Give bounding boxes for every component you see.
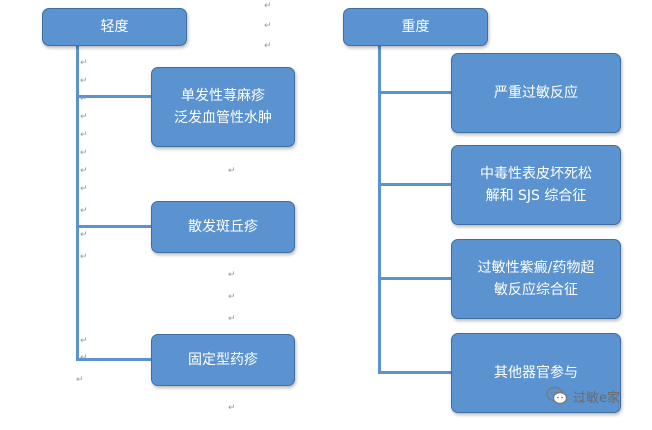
severe-item-label: 过敏性紫癜/药物超 敏反应综合征 — [477, 260, 595, 298]
mild-header-label: 轻度 — [100, 19, 129, 35]
paragraph-mark: ↵ — [80, 252, 88, 262]
mild-item-urticaria-box: 单发性荨麻疹 泛发血管性水肿 — [151, 67, 295, 147]
mild-header-box: 轻度 — [42, 8, 187, 46]
paragraph-mark: ↵ — [80, 206, 88, 216]
paragraph-mark: ↵ — [228, 314, 236, 324]
paragraph-mark: ↵ — [80, 94, 88, 104]
wechat-icon — [546, 386, 568, 406]
paragraph-mark: ↵ — [228, 292, 236, 302]
right-trunk-line — [378, 46, 381, 374]
severe-item-label: 中毒性表皮坏死松 解和 SJS 综合征 — [480, 166, 592, 204]
right-branch-line-2 — [378, 183, 452, 186]
paragraph-mark: ↵ — [80, 166, 88, 176]
paragraph-mark: ↵ — [80, 230, 88, 240]
paragraph-mark: ↵ — [264, 41, 272, 51]
right-branch-line-3 — [378, 277, 452, 280]
paragraph-mark: ↵ — [228, 403, 236, 413]
mild-item-maculopapular-box: 散发斑丘疹 — [151, 201, 295, 253]
paragraph-mark: ↵ — [80, 76, 88, 86]
severe-item-anaphylaxis-box: 严重过敏反应 — [451, 53, 621, 133]
paragraph-mark: ↵ — [264, 1, 272, 11]
right-branch-line-4 — [378, 371, 452, 374]
paragraph-mark: ↵ — [80, 184, 88, 194]
paragraph-mark: ↵ — [76, 375, 84, 385]
paragraph-mark: ↵ — [264, 21, 272, 31]
severe-item-label: 严重过敏反应 — [494, 85, 578, 101]
paragraph-mark: ↵ — [228, 166, 236, 176]
severe-header-box: 重度 — [343, 8, 488, 46]
severe-item-label: 其他器官参与 — [494, 365, 578, 381]
mild-item-label: 单发性荨麻疹 泛发血管性水肿 — [174, 88, 272, 126]
watermark: 过敏e家 — [546, 386, 620, 406]
paragraph-mark: ↵ — [80, 148, 88, 158]
left-branch-line-1 — [76, 95, 152, 98]
watermark-text: 过敏e家 — [573, 390, 620, 406]
paragraph-mark: ↵ — [80, 336, 88, 346]
right-branch-line-1 — [378, 91, 452, 94]
paragraph-mark: ↵ — [80, 58, 88, 68]
mild-item-fixed-drug-eruption-box: 固定型药疹 — [151, 334, 295, 386]
left-trunk-line — [76, 46, 79, 361]
severe-item-purpura-dress-box: 过敏性紫癜/药物超 敏反应综合征 — [451, 239, 621, 319]
paragraph-mark: ↵ — [228, 270, 236, 280]
left-branch-line-2 — [76, 225, 152, 228]
paragraph-mark: ↵ — [80, 353, 88, 363]
severe-header-label: 重度 — [401, 19, 430, 35]
paragraph-mark: ↵ — [80, 130, 88, 140]
mild-item-label: 固定型药疹 — [188, 352, 258, 368]
mild-item-label: 散发斑丘疹 — [188, 219, 258, 235]
paragraph-mark: ↵ — [80, 112, 88, 122]
left-branch-line-3 — [76, 358, 152, 361]
severe-item-other-organs-box: 其他器官参与 — [451, 333, 621, 413]
severe-item-ten-sjs-box: 中毒性表皮坏死松 解和 SJS 综合征 — [451, 145, 621, 225]
